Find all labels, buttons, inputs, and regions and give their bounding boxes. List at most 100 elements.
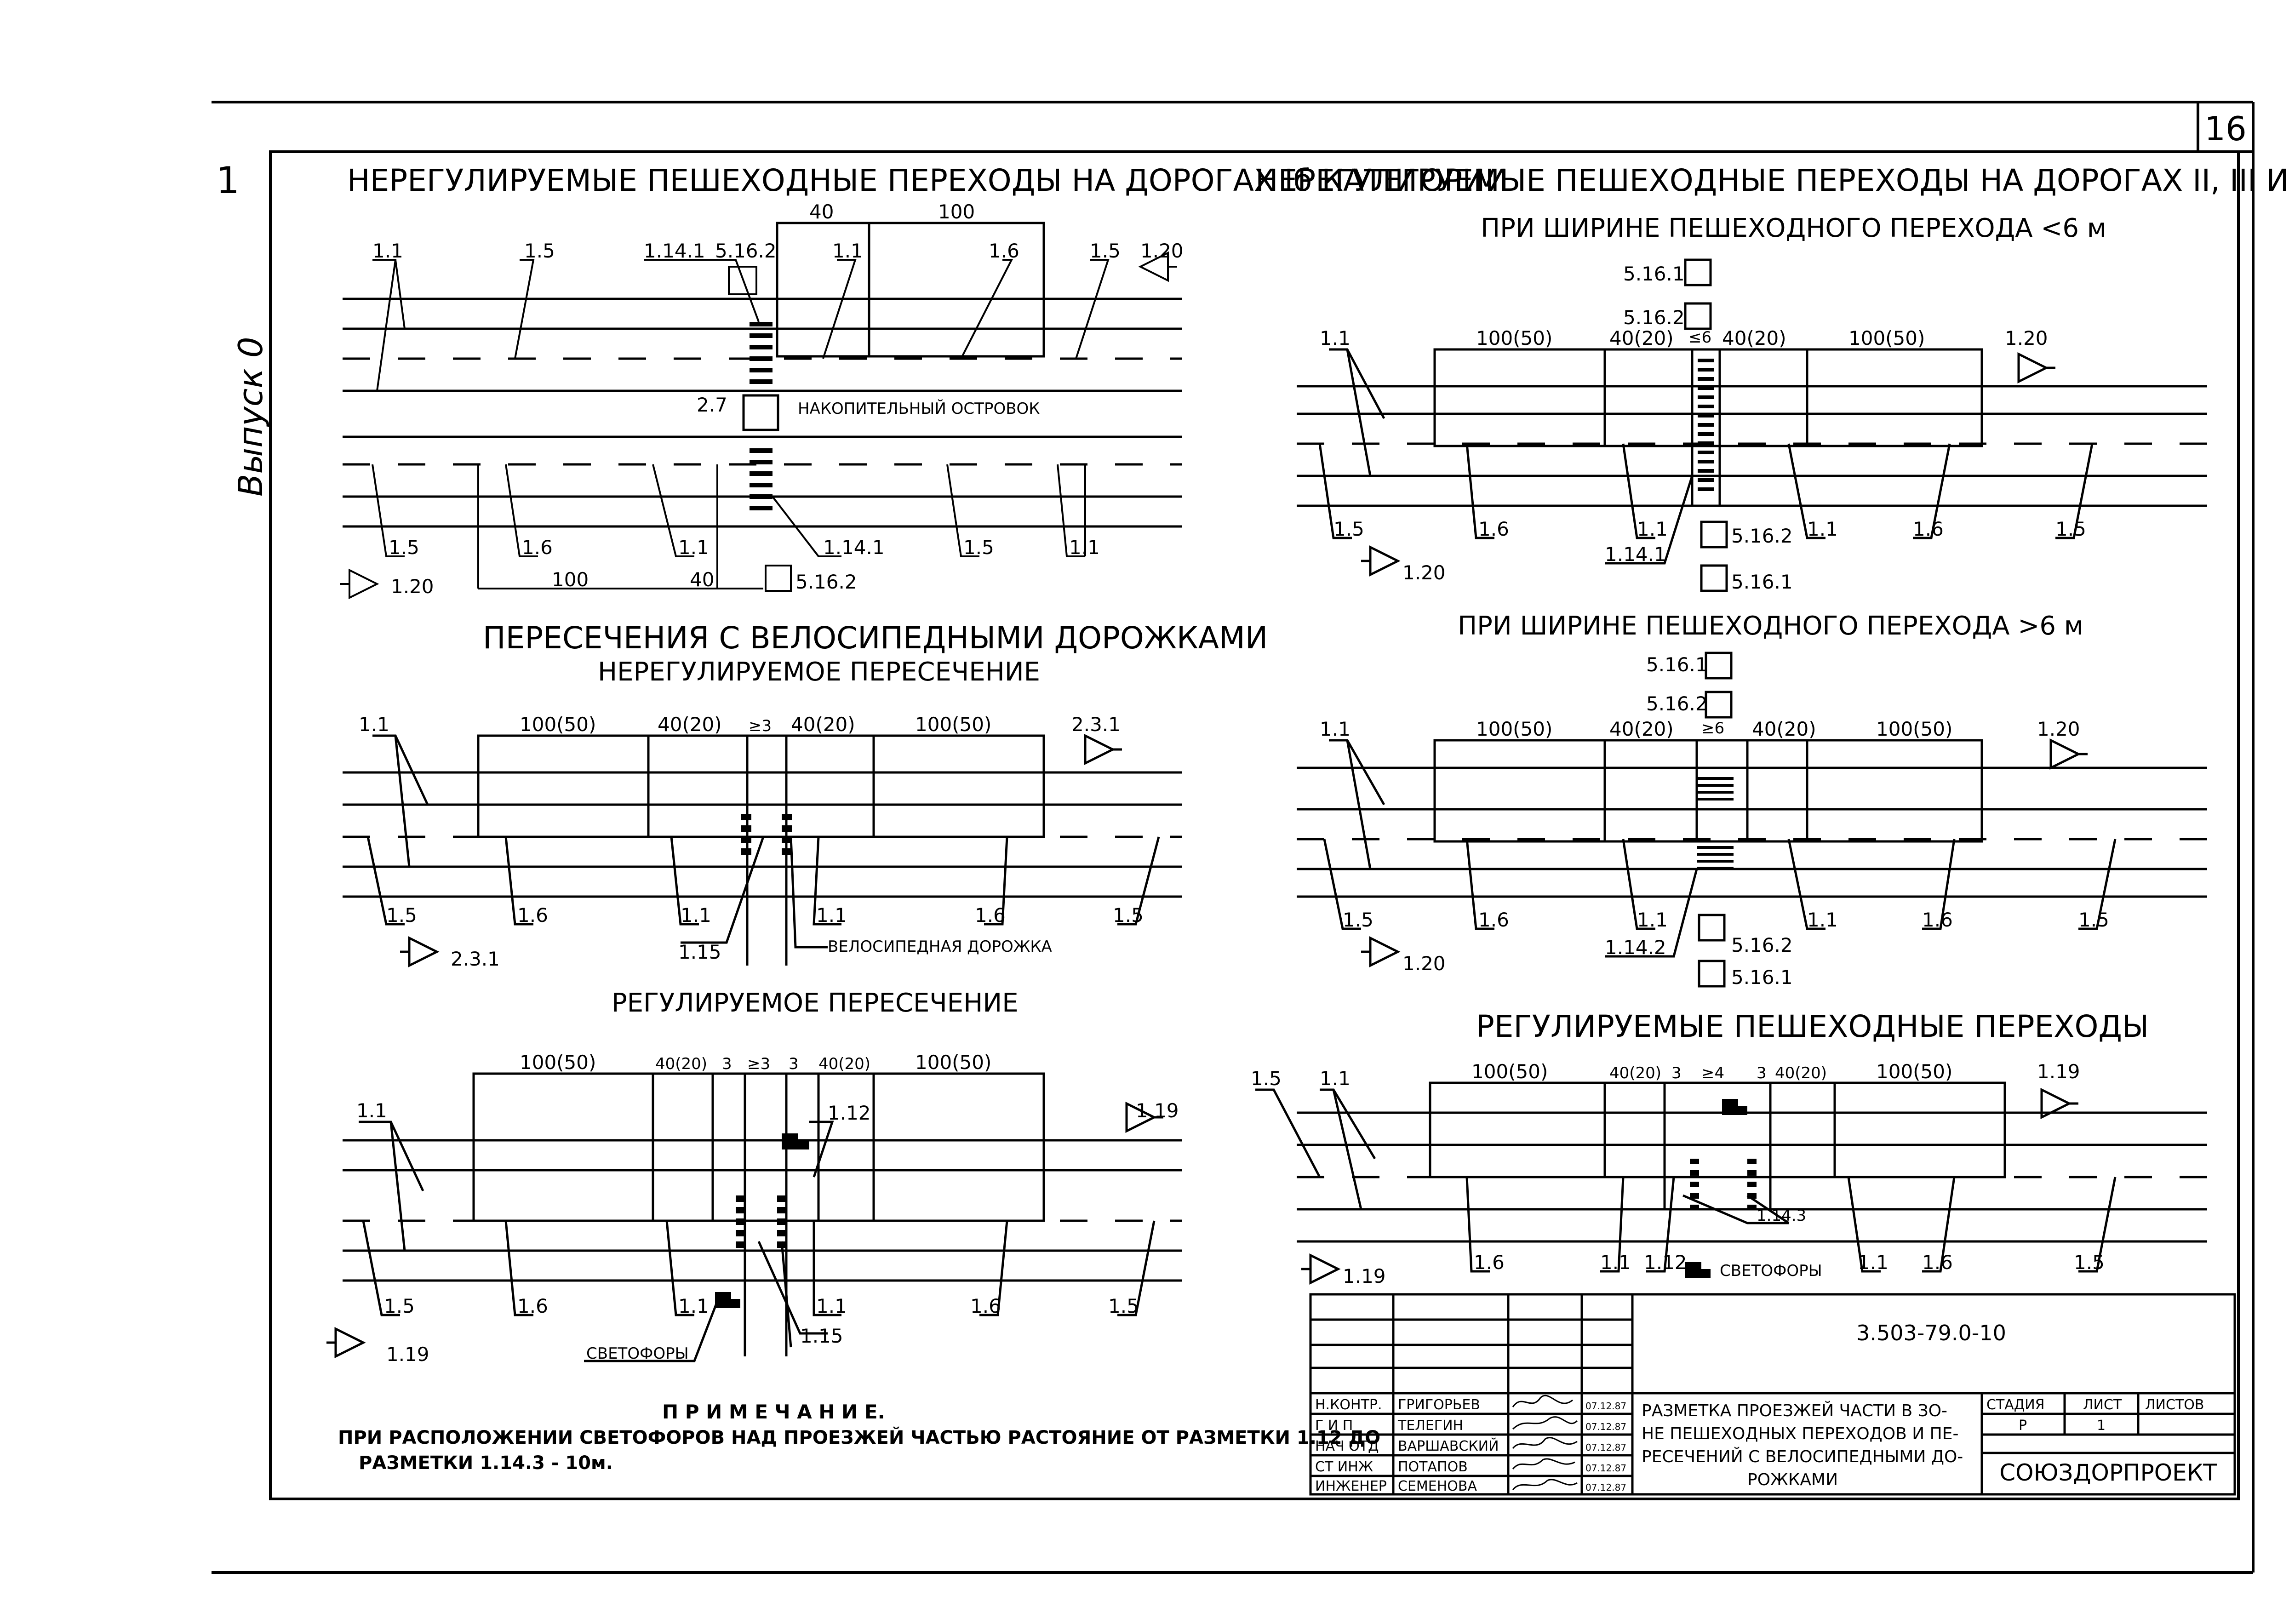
label: 100(50) [915,713,991,736]
label: 100(50) [1876,718,1952,740]
description-line: РОЖКАМИ [1747,1470,1838,1489]
role: НАЧ ОТД [1315,1438,1379,1454]
sheets-header: ЛИСТОВ [2145,1397,2204,1413]
label: 1.6 [1478,909,1509,931]
label: 40(20) [1609,327,1674,349]
person-name: ГРИГОРЬЕВ [1398,1397,1480,1413]
label: 1.20 [1402,952,1446,975]
label: 1.1 [372,240,403,262]
label: 1.1 [678,536,709,559]
label: 5.16.1 [1623,263,1685,285]
date: 07.12.87 [1585,1442,1626,1453]
label: 1.1 [356,1099,387,1122]
label: 1.19 [2037,1060,2080,1083]
label: 2.3.1 [1071,713,1121,736]
label: 1.5 [524,240,555,262]
label: 1.5 [1343,909,1373,931]
label: 3 [789,1055,799,1073]
stage-header: СТАДИЯ [1986,1397,2045,1413]
date: 07.12.87 [1585,1463,1626,1474]
person-name: ПОТАПОВ [1398,1459,1468,1475]
label: 1.14.1 [823,536,885,559]
label: 40(20) [1722,327,1786,349]
panel-title: РЕГУЛИРУЕМЫЕ ПЕШЕХОДНЫЕ ПЕРЕХОДЫ [1476,1009,2149,1044]
subtitle-wide: ПРИ ШИРИНЕ ПЕШЕХОДНОГО ПЕРЕХОДА >6 м [1458,611,2083,641]
date: 07.12.87 [1585,1482,1626,1493]
label: 1.1 [1600,1251,1631,1274]
doc-code: 3.503-79.0-10 [1856,1321,2006,1345]
label: 100(50) [1476,327,1552,349]
label: 1.6 [517,904,548,926]
label: 1.5 [2078,909,2109,931]
label: 1.20 [2037,718,2080,740]
label: 1.6 [517,1295,548,1317]
label: 5.16.1 [1731,571,1793,593]
organization: СОЮЗДОРПРОЕКТ [1999,1459,2217,1486]
label: ≥3 [747,1055,770,1073]
sheet-number: 16 [2204,109,2247,148]
label: 5.16.1 [1731,966,1793,989]
label: 1.12 [1644,1251,1687,1274]
label: 1.5 [2074,1251,2105,1274]
label: 1.1 [678,1295,709,1317]
label: 40(20) [658,713,722,736]
label: 2.3.1 [451,948,500,970]
role: Г И П [1315,1418,1353,1434]
label: 1.5 [1113,904,1144,926]
title-block: 3.503-79.0-10 Н.КОНТР. ГРИГОРЬЕВ 07.12.8… [1309,1293,2236,1496]
label: 1.14.1 [1605,543,1666,566]
label: 1.1 [681,904,711,926]
label: 1.6 [975,904,1006,926]
label: 1.1 [1637,518,1668,540]
label: 1.1 [1320,327,1351,349]
person-name: ТЕЛЕГИН [1397,1418,1463,1434]
label: 100(50) [1476,718,1552,740]
label: 1.15 [678,941,721,963]
label: 1.19 [386,1343,429,1366]
label: НАКОПИТЕЛЬНЫЙ ОСТРОВОК [798,399,1040,418]
label: ≥4 [1701,1064,1724,1082]
label: 3 [722,1055,732,1073]
label: 100(50) [1471,1060,1548,1083]
label: 100(50) [520,713,596,736]
role: СТ ИНЖ [1315,1459,1373,1475]
sheet-header: ЛИСТ [2083,1397,2122,1413]
label: 100(50) [915,1051,991,1074]
note-heading: П Р И М Е Ч А Н И Е. [662,1401,885,1423]
label: 3 [1671,1064,1682,1082]
side-label: Выпуск 0 [231,337,270,497]
label: 1.6 [522,536,553,559]
label: 1.15 [800,1325,843,1347]
label: 5.16.2 [715,240,777,262]
label: 40 [809,200,834,223]
label: 40(20) [655,1055,707,1073]
label: 1.14.3 [1757,1207,1806,1225]
label: 1.19 [1343,1265,1386,1287]
person-name: СЕМЕНОВА [1398,1478,1477,1494]
label: 1.5 [1090,240,1121,262]
label: 5.16.2 [1623,306,1685,329]
label: 1.1 [359,713,389,736]
note-line-2: РАЗМЕТКИ 1.14.3 - 10м. [359,1452,613,1474]
label: 40(20) [1609,718,1674,740]
signatures [1512,1395,1578,1491]
label: 1.1 [832,240,863,262]
label: 1.6 [1478,518,1509,540]
subtitle-narrow: ПРИ ШИРИНЕ ПЕШЕХОДНОГО ПЕРЕХОДА <6 м [1481,213,2106,243]
label: 1.1 [1320,718,1351,740]
person-name: ВАРШАВСКИЙ [1398,1438,1499,1454]
label: 1.6 [1922,1251,1953,1274]
subtitle-unreg: НЕРЕГУЛИРУЕМОЕ ПЕРЕСЕЧЕНИЕ [598,657,1040,687]
label: 1.5 [1108,1295,1139,1317]
label: 5.16.2 [1731,934,1793,956]
panel-unreg-1b: НЕРЕГУЛИРУЕМЫЕ ПЕШЕХОДНЫЕ ПЕРЕХОДЫ НА ДО… [340,163,1508,600]
description-line: НЕ ПЕШЕХОДНЫХ ПЕРЕХОДОВ И ПЕ- [1642,1424,1958,1443]
label: 5.16.2 [1731,525,1793,547]
label: 1.6 [1922,909,1953,931]
label: 1.14.1 [644,240,705,262]
label: 1.5 [2055,518,2086,540]
sheet-value: 1 [2097,1418,2106,1434]
label: 1.1 [1807,909,1838,931]
panel-title: НЕРЕГУЛИРУЕМЫЕ ПЕШЕХОДНЫЕ ПЕРЕХОДЫ НА ДО… [1255,162,2289,198]
